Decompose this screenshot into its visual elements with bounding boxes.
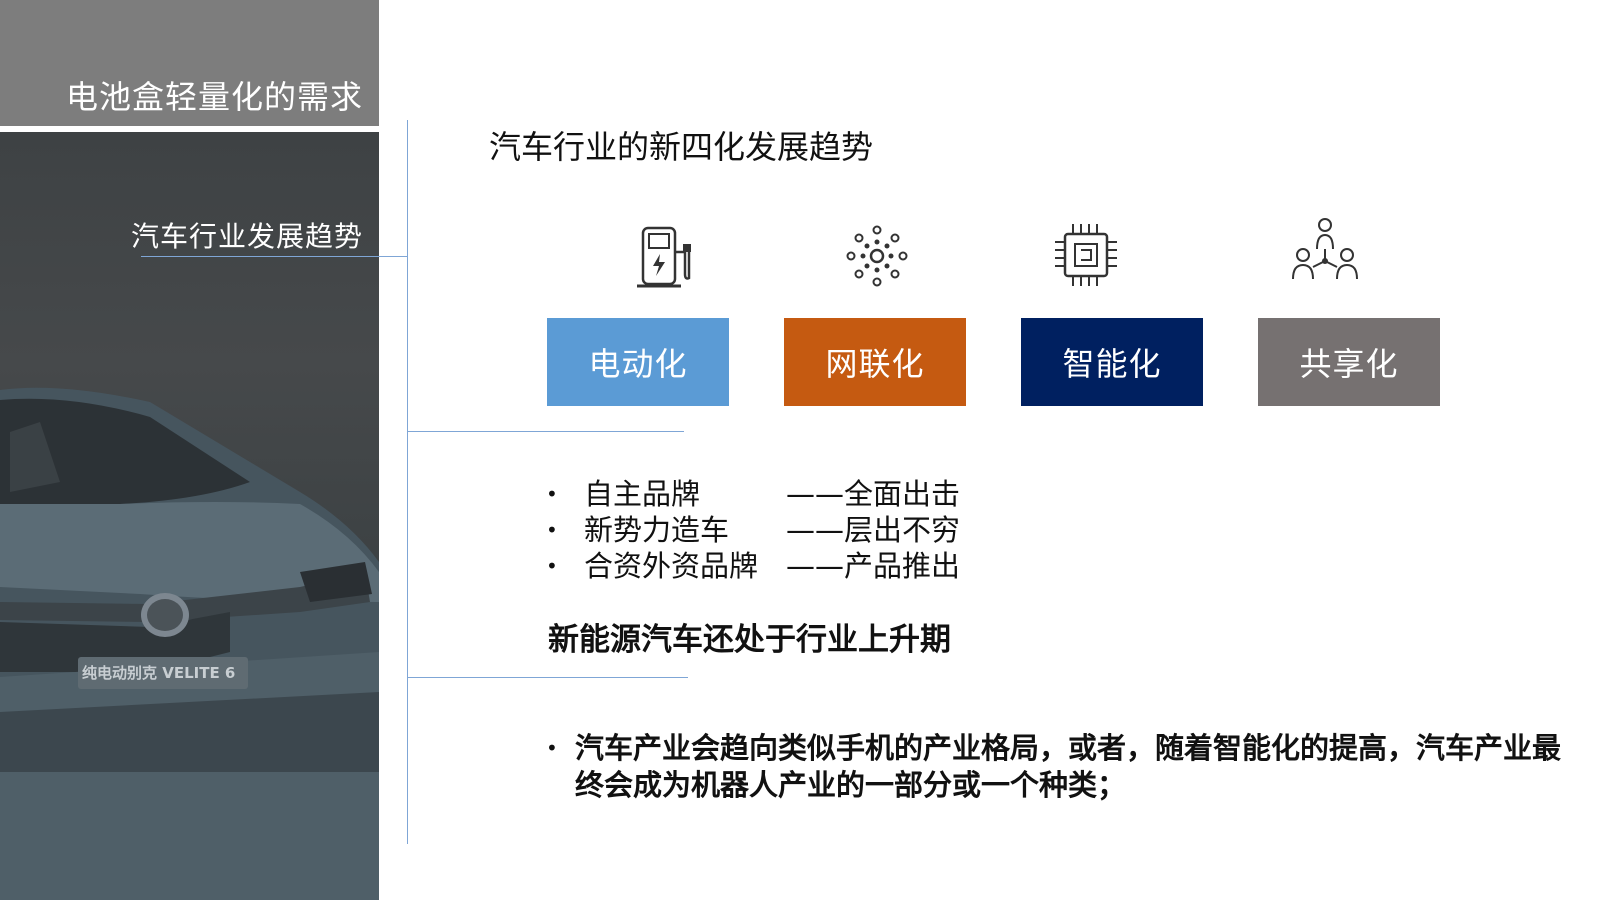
trend-electrification: 电动化	[547, 318, 729, 406]
bullet-name: 新势力造车	[584, 513, 730, 547]
people-sharing-icon	[1285, 215, 1365, 287]
conclusion-paragraph: • 汽车产业会趋向类似手机的产业格局，或者，随着智能化的提高，汽车产业最终会成为…	[546, 730, 1566, 804]
trend-sharing: 共享化	[1258, 318, 1440, 406]
list-item: • 自主品牌 ——全面出击	[546, 476, 960, 512]
timeline-vertical-line	[407, 120, 408, 844]
trend-connectivity: 网联化	[784, 318, 966, 406]
brand-bullet-list: • 自主品牌 ——全面出击 • 新势力造车 ——层出不穷 • 合资外资品牌 ——…	[546, 476, 960, 584]
timeline-connector-2	[408, 431, 684, 432]
list-item: • 合资外资品牌 ——产品推出	[546, 548, 960, 584]
bullet-name: 合资外资品牌	[584, 549, 759, 583]
charging-station-icon	[633, 222, 703, 294]
sidebar-title: 电池盒轻量化的需求	[65, 78, 363, 116]
bullet-dot: •	[546, 554, 558, 578]
trend-intelligence: 智能化	[1021, 318, 1203, 406]
industry-statement: 新能源汽车还处于行业上升期	[548, 622, 951, 658]
conclusion-text: 汽车产业会趋向类似手机的产业格局，或者，随着智能化的提高，汽车产业最终会成为机器…	[575, 731, 1562, 802]
network-nodes-icon	[842, 222, 912, 294]
page-title: 汽车行业的新四化发展趋势	[489, 128, 874, 166]
sidebar-header: 电池盒轻量化的需求	[0, 0, 379, 126]
bullet-desc: ——全面出击	[786, 477, 961, 511]
timeline-connector-3	[408, 677, 688, 678]
list-item: • 新势力造车 ——层出不穷	[546, 512, 960, 548]
bullet-desc: ——产品推出	[786, 549, 961, 583]
bullet-dot: •	[546, 482, 558, 506]
car-illustration	[0, 387, 379, 900]
bullet-dot: •	[546, 518, 558, 542]
sidebar-divider	[0, 126, 379, 132]
license-plate-text: 纯电动别克 VELITE 6	[82, 664, 236, 682]
bullet-name: 自主品牌	[584, 477, 701, 511]
bullet-dot: •	[546, 736, 558, 760]
section-label: 汽车行业发展趋势	[130, 220, 363, 253]
chip-icon	[1051, 220, 1121, 292]
timeline-connector-1	[379, 256, 408, 257]
car-photo: 纯电动别克 VELITE 6 汽车行业发展趋势	[0, 132, 379, 900]
section-underline	[141, 256, 379, 257]
bullet-desc: ——层出不穷	[786, 513, 961, 547]
